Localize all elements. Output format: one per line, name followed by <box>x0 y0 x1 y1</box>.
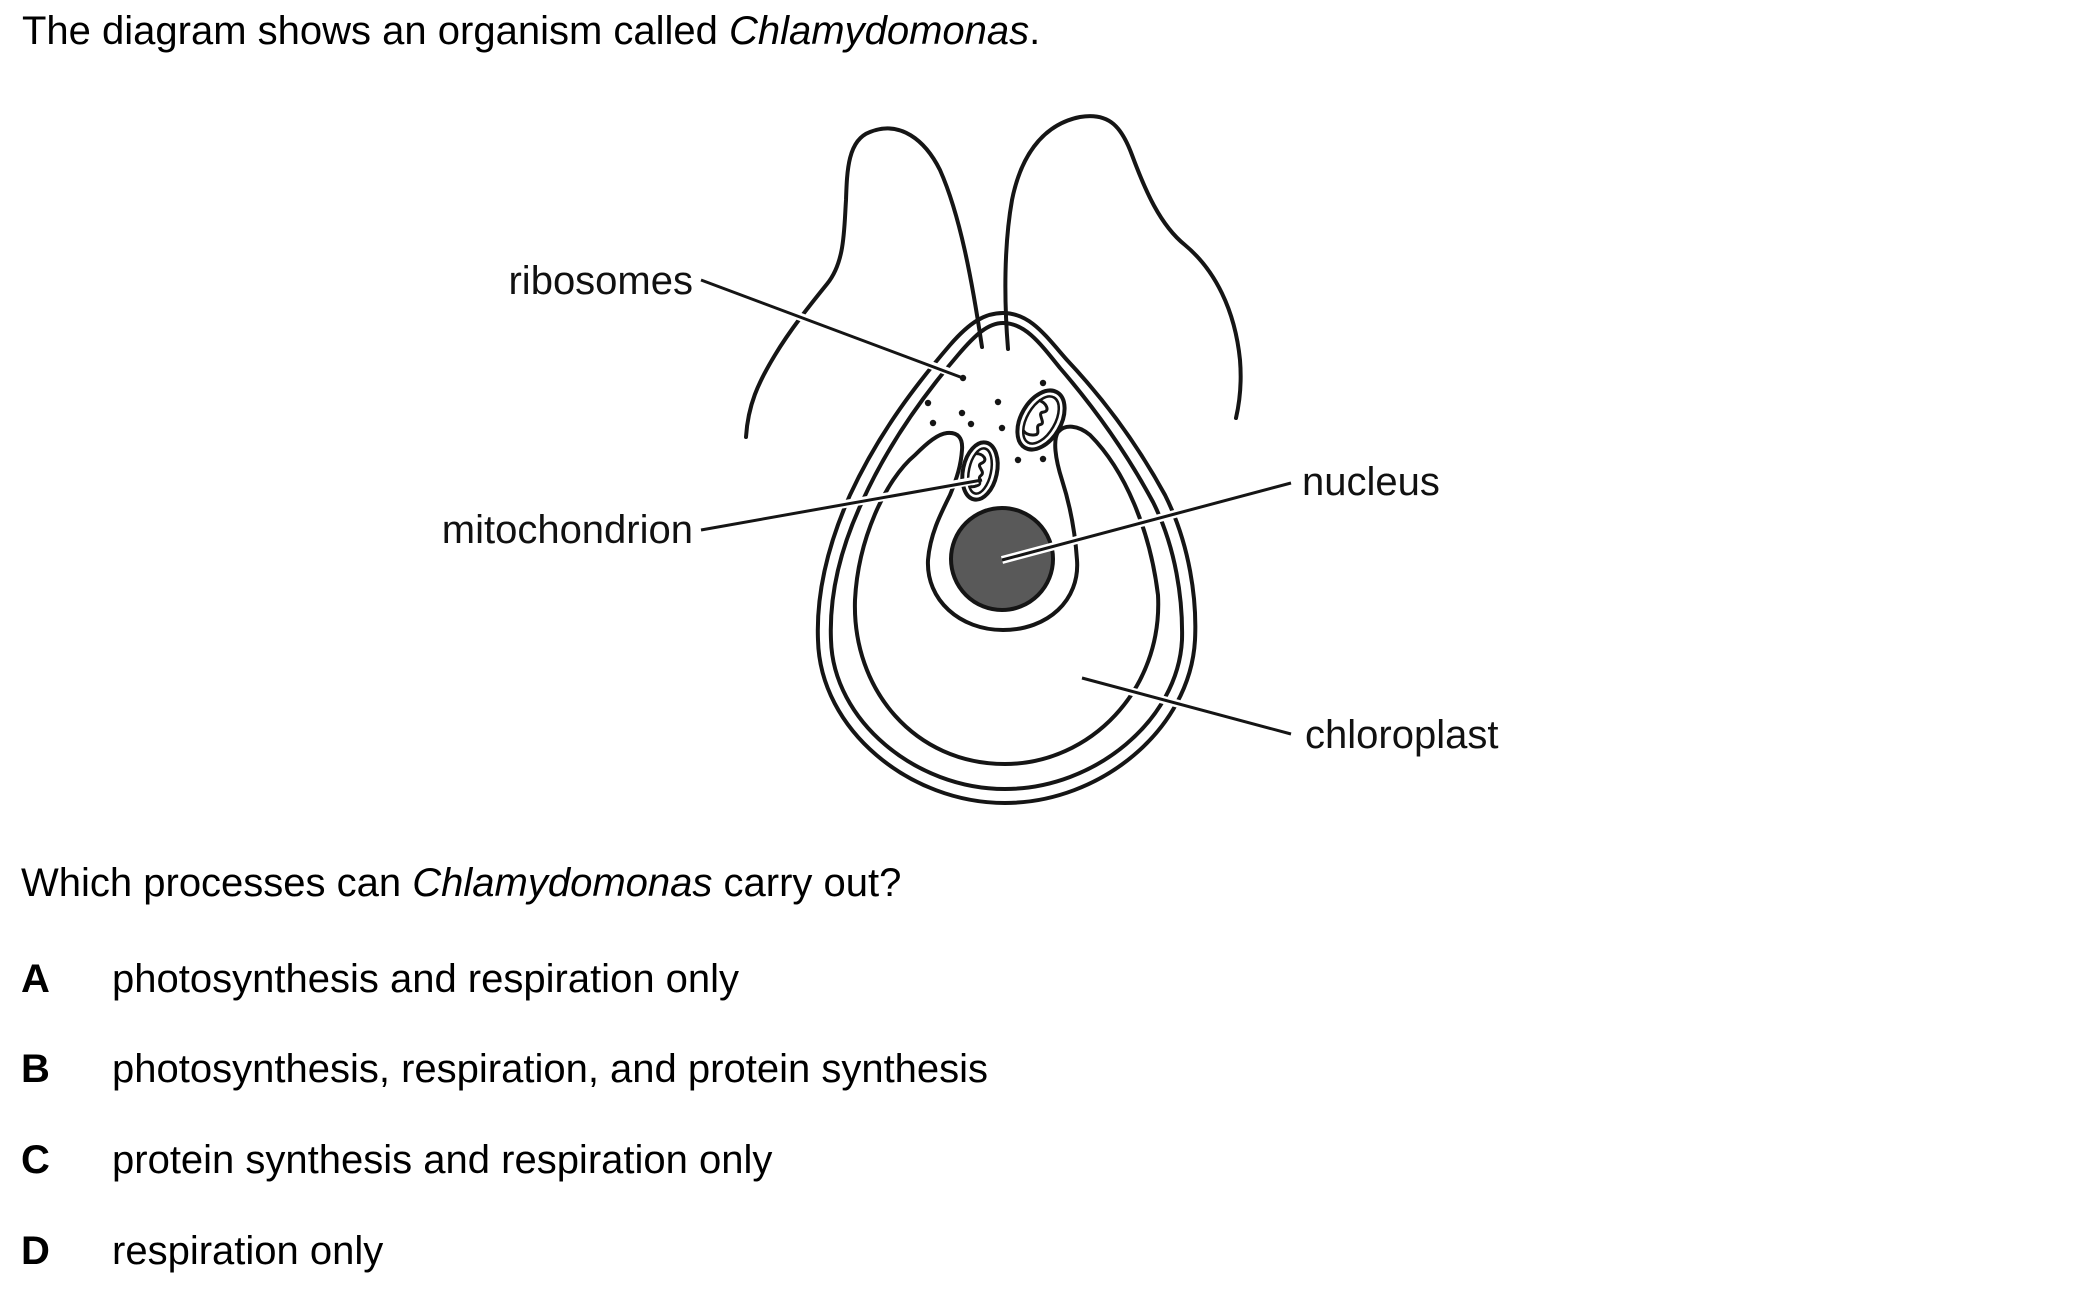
flagellum-right <box>1003 114 1243 420</box>
ribosome-dot <box>1039 379 1047 387</box>
option-letter: B <box>21 1047 50 1091</box>
intro-text: The diagram shows an organism called Chl… <box>22 11 1040 51</box>
label-mitochondrion: mitochondrion <box>442 508 693 552</box>
option-letter: C <box>21 1138 50 1182</box>
organism-name: Chlamydomonas <box>729 9 1030 53</box>
ribosome-dot <box>1014 456 1022 464</box>
leader-nucleus <box>1000 479 1293 564</box>
mitochondrion-lower <box>960 440 1000 502</box>
ribosome-dot <box>1039 455 1047 463</box>
cell-membrane <box>828 321 1185 791</box>
question-text: Which processes can Chlamydomonas carry … <box>21 863 901 903</box>
option-text: photosynthesis and respiration only <box>112 957 740 1001</box>
chloroplast <box>852 424 1161 766</box>
option-letter: A <box>21 957 50 1001</box>
ribosome-dot <box>958 409 966 417</box>
ribosome-dots <box>924 374 1047 464</box>
cell-wall <box>815 311 1198 805</box>
ribosome-dot <box>929 419 937 427</box>
option-text: protein synthesis and respiration only <box>112 1138 773 1182</box>
question-text-end: carry out? <box>712 861 902 905</box>
ribosome-dot <box>924 399 932 407</box>
intro-text-end: . <box>1029 9 1041 53</box>
ribosome-dot <box>994 398 1002 406</box>
option-letter: D <box>21 1229 50 1273</box>
organism-name: Chlamydomonas <box>412 861 713 905</box>
ribosome-dot <box>998 424 1006 432</box>
leader-chloroplast <box>1081 675 1292 737</box>
label-chloroplast: chloroplast <box>1305 713 1498 757</box>
intro-text-start: The diagram shows an organism called <box>22 9 730 53</box>
leader-ribosomes <box>699 276 964 380</box>
option-text: photosynthesis, respiration, and protein… <box>112 1047 989 1091</box>
ribosome-dot <box>967 420 975 428</box>
flagellum-left <box>744 126 984 439</box>
label-ribosomes: ribosomes <box>508 259 693 303</box>
question-text-start: Which processes can <box>21 861 413 905</box>
leader-mitochondrion <box>700 476 983 534</box>
mitochondrion-upper <box>1015 388 1067 452</box>
label-nucleus: nucleus <box>1302 460 1440 504</box>
option-text: respiration only <box>112 1229 384 1273</box>
